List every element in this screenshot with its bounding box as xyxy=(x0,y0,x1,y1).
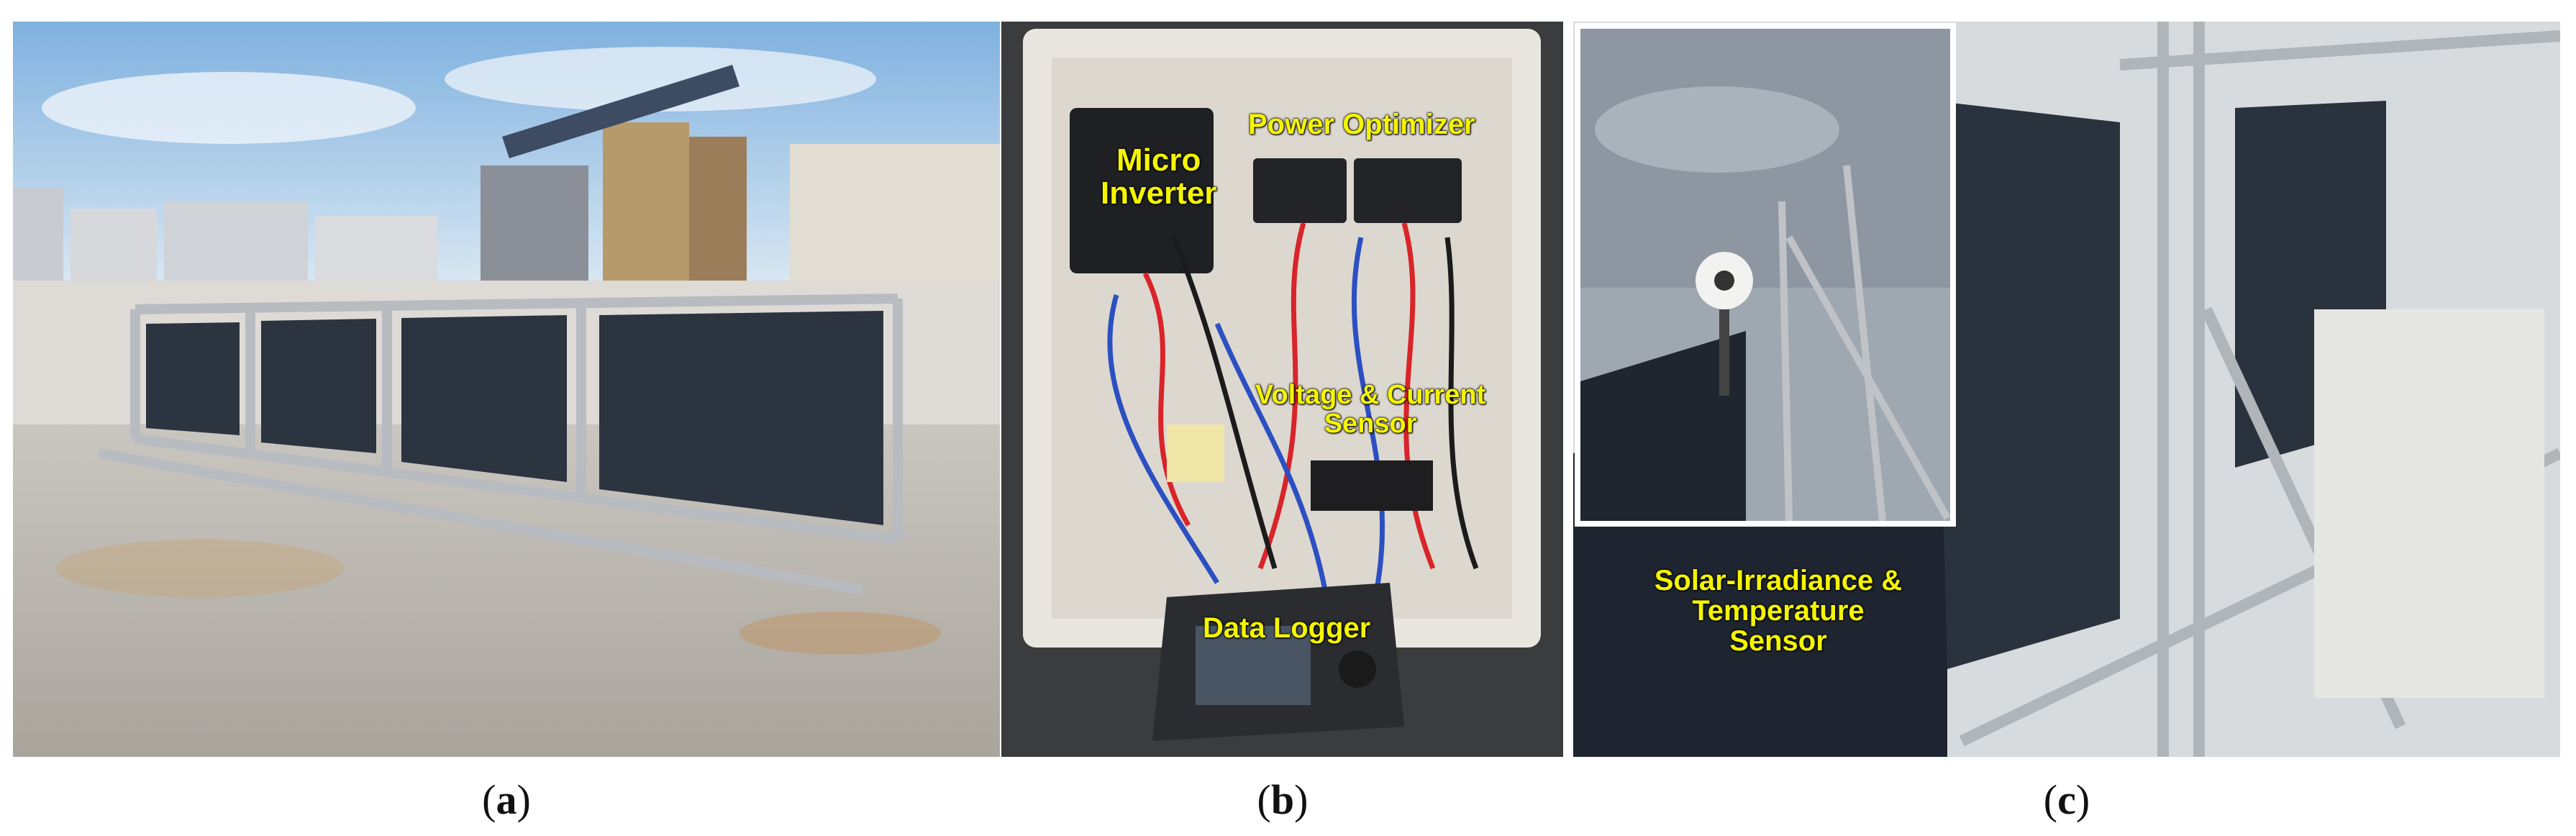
caption-c: (c) xyxy=(1995,771,2139,829)
photo-panel-a-rooftop-array xyxy=(13,22,1000,757)
label-power-optimizer: Power Optimizer xyxy=(1248,109,1475,140)
terminal-block xyxy=(1167,424,1224,482)
sensor-illustration xyxy=(1573,22,2560,757)
distant-buildings xyxy=(13,65,1000,288)
power-optimizer-2 xyxy=(1354,158,1462,223)
enclosure-illustration xyxy=(1001,22,1563,757)
photo-panel-c-sensor xyxy=(1573,22,2560,757)
label-vc-line1: Voltage & Current xyxy=(1255,380,1486,410)
label-voltage-current-sensor: Voltage & Current Sensor xyxy=(1255,381,1485,439)
inset-photo-sensor xyxy=(1575,23,1956,527)
micro-inverter xyxy=(1070,108,1214,273)
label-sol-line3: Sensor xyxy=(1729,625,1827,657)
wiring xyxy=(1107,222,1479,598)
label-vc-line2: Sensor xyxy=(1324,408,1417,439)
caption-a-open: ( xyxy=(482,776,496,823)
current-sensors xyxy=(1311,460,1433,511)
caption-a-letter: a xyxy=(496,776,517,823)
label-micro-line2: Inverter xyxy=(1101,176,1217,212)
label-micro-inverter: Micro Inverter xyxy=(1101,142,1217,212)
label-data-logger: Data Logger xyxy=(1203,612,1371,644)
caption-c-letter: c xyxy=(2057,776,2076,823)
caption-b-letter: b xyxy=(1270,776,1295,823)
caption-c-open: ( xyxy=(2043,776,2058,823)
label-micro-line1: Micro xyxy=(1116,142,1201,178)
caption-b: (b) xyxy=(1211,771,1355,829)
caption-c-close: ) xyxy=(2075,776,2090,823)
caption-b-close: ) xyxy=(1294,776,1309,823)
label-solar-irradiance-sensor: Solar-Irradiance & Temperature Sensor xyxy=(1627,565,1929,656)
caption-a-close: ) xyxy=(516,776,531,823)
photo-panel-b-enclosure xyxy=(1001,22,1563,757)
label-sol-line2: Temperature xyxy=(1692,595,1865,627)
caption-b-open: ( xyxy=(1257,776,1271,823)
rooftop-array-illustration xyxy=(13,22,1000,757)
pv-modules xyxy=(146,311,883,525)
enclosure-box xyxy=(2314,309,2544,698)
aluminum-frame xyxy=(98,294,903,595)
power-optimizer-1 xyxy=(1253,158,1347,223)
label-sol-line1: Solar-Irradiance & xyxy=(1654,565,1903,596)
caption-a: (a) xyxy=(434,771,578,829)
